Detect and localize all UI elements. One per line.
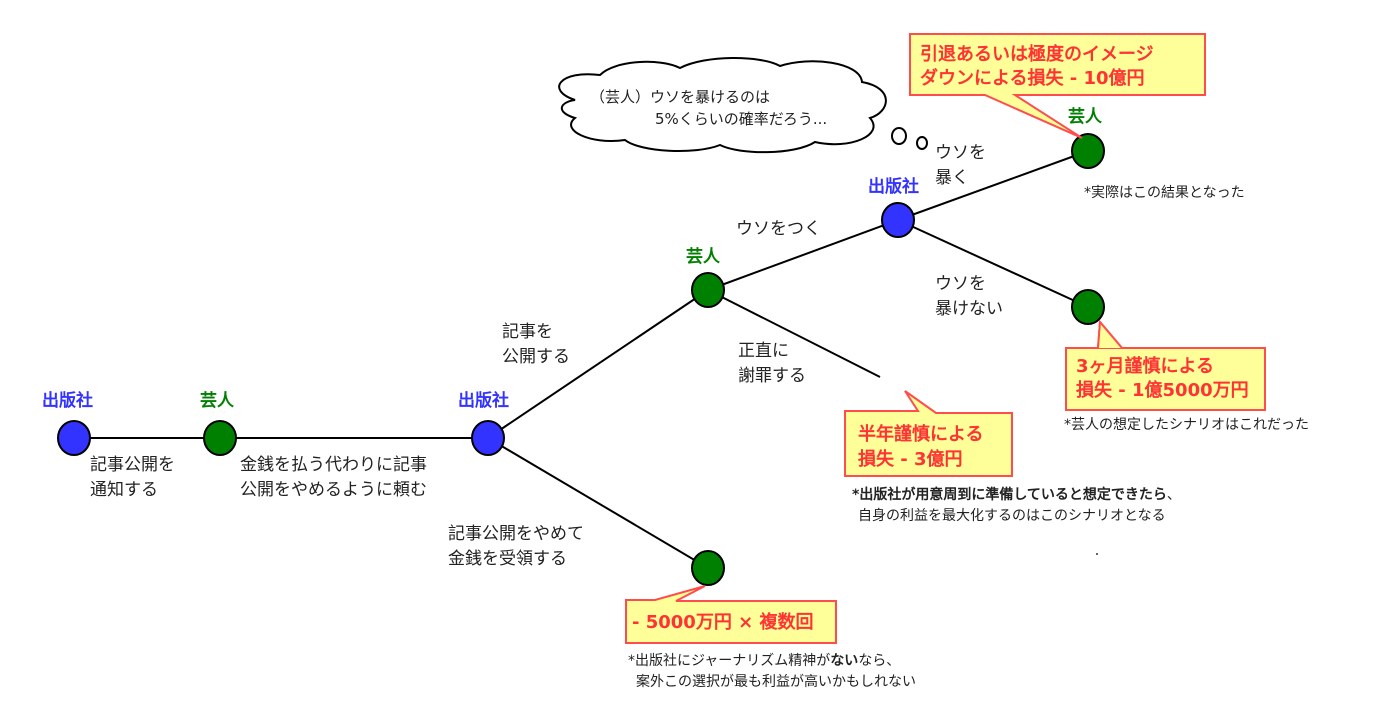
note-actual: *実際はこの結果となった (1084, 185, 1245, 201)
edge-label: ウソをつく (736, 219, 821, 239)
note-part: *出版社にジャーナリズム精神が (628, 653, 830, 669)
note-part: なら、 (858, 653, 900, 669)
node-outcome-money (691, 550, 725, 586)
player-label-publisher: 出版社 (458, 390, 509, 411)
note-prepared: *出版社が用意周到に準備していると想定できたら、 (852, 486, 1181, 503)
player-label-publisher: 出版社 (42, 390, 93, 411)
edge-label: 記事公開をやめて (448, 524, 584, 544)
note-prepared-line2: 自身の利益を最大化するのはこのシナリオとなる (858, 508, 1166, 524)
edge-label: 正直に (738, 341, 789, 361)
note-bold: ない (830, 653, 858, 669)
node-outcome-not-expose (1071, 289, 1105, 325)
player-label-entertainer: 芸人 (686, 246, 721, 267)
note-bold: *出版社が用意周到に準備していると想定できたら (852, 486, 1167, 503)
callout-money (625, 585, 837, 644)
note-journalism: *出版社にジャーナリズム精神がないなら、 (628, 653, 900, 669)
node-entertainer-2 (691, 272, 725, 308)
edge-apologize (707, 289, 881, 378)
note-tail: 、 (1167, 487, 1181, 503)
callout-retire (909, 33, 1206, 139)
callout-text: - 5000万円 × 複数回 (632, 611, 813, 633)
callout-text: ダウンによる損失 - 10億円 (920, 67, 1145, 89)
edge-accept-money (487, 437, 709, 569)
edge-label: ウソを (935, 143, 986, 163)
edge-label: 金銭を払う代わりに記事 (240, 455, 427, 475)
player-label-entertainer: 芸人 (1068, 106, 1103, 127)
callout-text: 損失 - 3億円 (858, 448, 963, 470)
edge-label: 通知する (90, 480, 158, 500)
edge-label: 暴けない (935, 299, 1003, 319)
thought-cloud (558, 57, 887, 154)
edge-label: 公開する (502, 347, 570, 367)
edge-label: 記事を (502, 322, 553, 342)
edge-publish (487, 289, 709, 439)
callout-half-year (844, 390, 1013, 477)
callout-text: 引退あるいは極度のイメージ (920, 43, 1154, 65)
callout-tail-edge (1099, 321, 1123, 349)
thought-bubble-dot (891, 127, 907, 145)
note-journalism-line2: 案外この選択が最も利益が高いかもしれない (636, 673, 916, 690)
player-label-entertainer: 芸人 (200, 390, 235, 411)
node-publisher-3 (881, 202, 915, 238)
edge-expose (897, 150, 1089, 221)
callout-text: 3ヶ月謹慎による (1076, 355, 1214, 377)
callout-text: 損失 - 1億5000万円 (1076, 379, 1249, 401)
edge-lie (707, 219, 899, 291)
edge-label: 謝罪する (738, 366, 806, 386)
edge-label: 暴く (935, 168, 969, 188)
node-entertainer-1 (203, 420, 237, 456)
node-publisher-2 (471, 420, 505, 456)
edge-label: 記事公開を (90, 455, 175, 475)
edge-not-expose (897, 219, 1089, 308)
stray-dot (1096, 553, 1098, 555)
thought-text: 5%くらいの確率だろう... (655, 110, 827, 128)
edge-label: 金銭を受領する (448, 549, 567, 569)
node-outcome-expose (1071, 133, 1105, 169)
edge-label: ウソを (935, 274, 986, 294)
edge-label: 公開をやめるように頼む (240, 480, 427, 500)
node-publisher-1 (57, 420, 91, 456)
thought-text: （芸人）ウソを暴けるのは (590, 88, 770, 106)
note-assumed: *芸人の想定したシナリオはこれだった (1064, 417, 1309, 433)
callout-text: 半年謹慎による (858, 423, 983, 445)
thought-bubble-dot (916, 136, 928, 150)
callout-tail-edge (1097, 321, 1101, 349)
player-label-publisher: 出版社 (868, 176, 919, 197)
